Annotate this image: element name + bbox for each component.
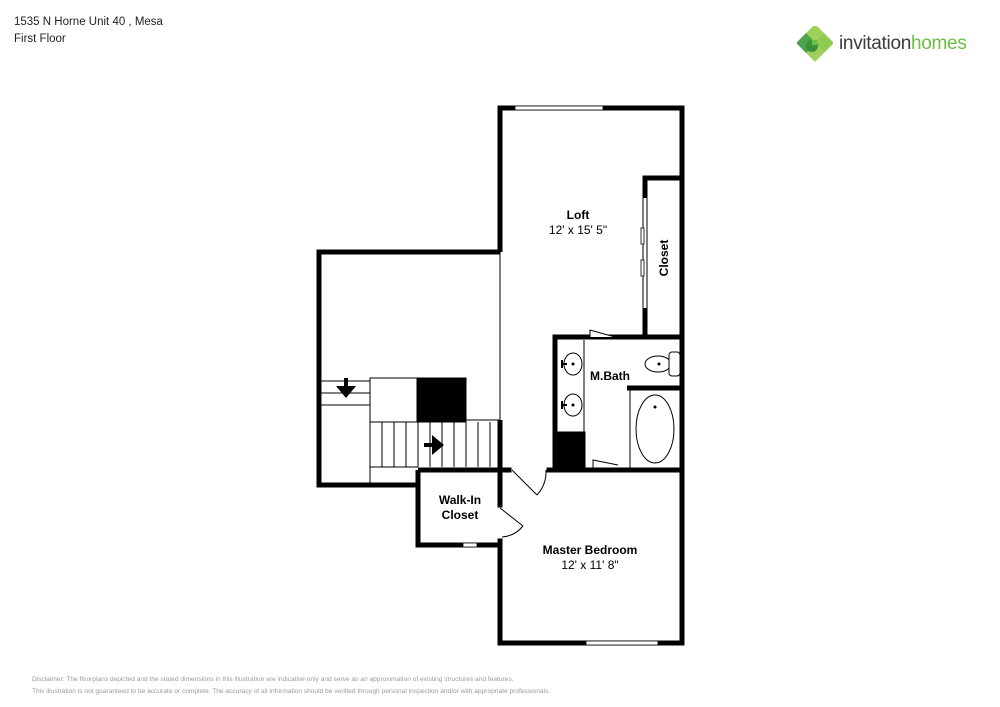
logo-text: invitationhomes: [839, 33, 967, 54]
disclaimer-line-2: This illustration is not guaranteed to b…: [32, 688, 551, 695]
room-label-master-bedroom: Master Bedroom: [543, 543, 638, 557]
right-arrow-icon: [424, 435, 444, 455]
disclaimer: Disclaimer: The floorplans depicted and …: [32, 674, 550, 698]
room-label-walk-in-closet-2: Closet: [442, 508, 479, 522]
address-text: 1535 N Horne Unit 40 , Mesa: [14, 16, 163, 28]
room-dims-loft: 12' x 15' 5": [549, 223, 607, 237]
room-label-loft-closet: Closet: [657, 240, 671, 277]
loft-walls: [497, 105, 685, 470]
stairs: [321, 252, 501, 485]
bath-fixtures: [554, 329, 681, 471]
floor-label: First Floor: [14, 33, 66, 45]
room-dims-master-bedroom: 12' x 11' 8": [561, 558, 618, 572]
room-label-master-bath: M.Bath: [590, 369, 630, 383]
room-label-loft: Loft: [567, 208, 590, 222]
room-label-walk-in-closet-1: Walk-In: [439, 493, 481, 507]
brand-logo: invitationhomes: [797, 26, 967, 62]
loft-closet-walls: [640, 175, 682, 337]
stair-area-walls: [316, 249, 500, 488]
down-arrow-icon: [336, 378, 356, 398]
closet-vent: [462, 542, 478, 548]
clover-logo-icon: [797, 26, 833, 62]
master-bath-walls: [552, 334, 682, 470]
disclaimer-line-1: Disclaimer: The floorplans depicted and …: [32, 676, 514, 683]
address-block: 1535 N Horne Unit 40 , Mesa First Floor: [14, 14, 163, 48]
bedroom-window: [585, 640, 659, 646]
door-swings: [497, 467, 547, 539]
bathtub-icon: [635, 394, 675, 464]
loft-window: [514, 105, 604, 111]
